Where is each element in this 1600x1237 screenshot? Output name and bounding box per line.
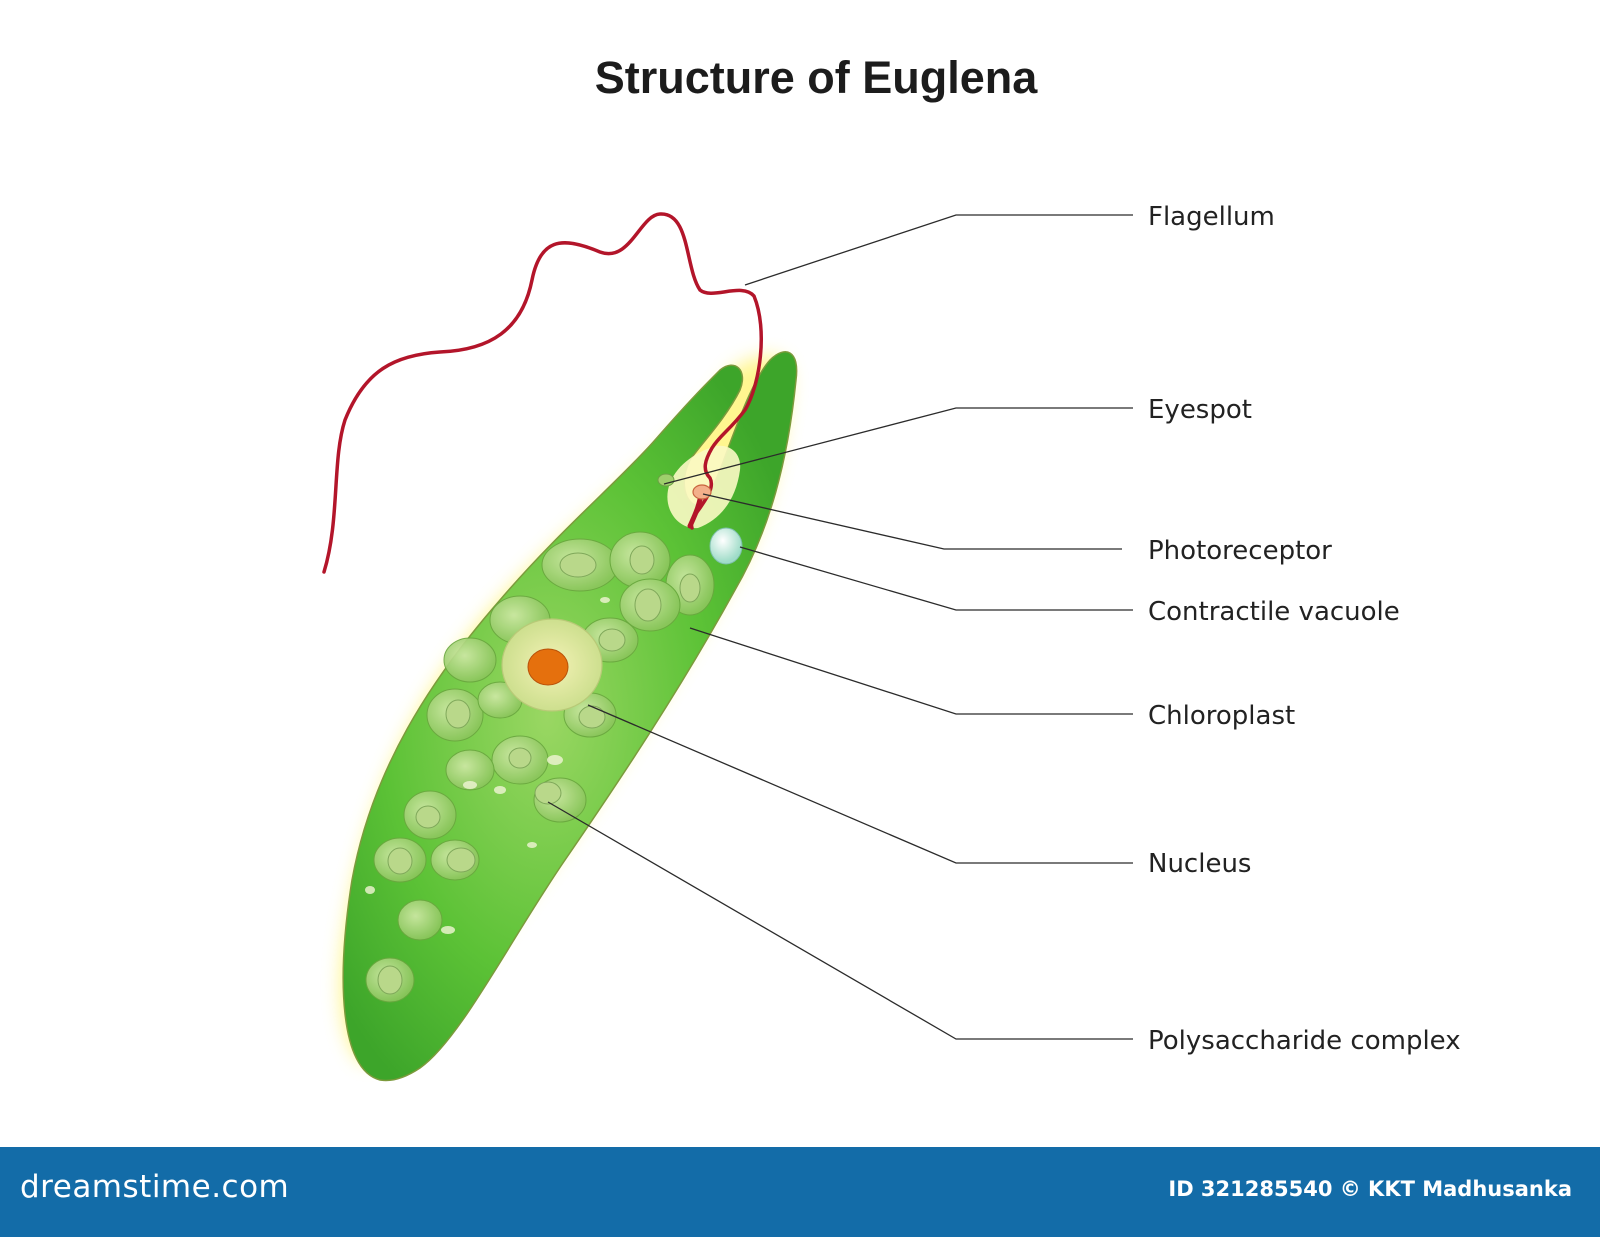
contractile-vacuole (709, 527, 743, 565)
labels: Flagellum Eyespot Photoreceptor Contract… (1148, 202, 1461, 1056)
leader-lines (547, 214, 1133, 1040)
leader-eyespot (663, 407, 1133, 485)
leader-polysaccharide-complex (547, 801, 1133, 1040)
leader-photoreceptor (702, 493, 1122, 550)
label-eyespot: Eyespot (1148, 395, 1252, 425)
leader-flagellum (744, 214, 1133, 286)
leader-nucleus (587, 704, 1133, 864)
photoreceptor (692, 484, 712, 500)
euglena-diagram: Flagellum Eyespot Photoreceptor Contract… (322, 202, 1461, 1082)
polysaccharide-granules (365, 597, 610, 934)
footer-bar: dreamstime.com ID 321285540 © KKT Madhus… (0, 1147, 1600, 1237)
nucleolus (527, 648, 569, 686)
label-chloroplast: Chloroplast (1148, 701, 1295, 731)
leader-chloroplast (689, 627, 1133, 715)
eyespot (657, 473, 675, 487)
flagellum (322, 212, 763, 574)
diagram-title: Structure of Euglena (594, 52, 1038, 103)
label-polysaccharide-complex: Polysaccharide complex (1148, 1026, 1461, 1056)
label-contractile-vacuole: Contractile vacuole (1148, 597, 1400, 627)
label-photoreceptor: Photoreceptor (1148, 536, 1332, 566)
label-nucleus: Nucleus (1148, 849, 1251, 879)
label-flagellum: Flagellum (1148, 202, 1275, 232)
footer-brand-logo[interactable]: dreamstime.com (20, 1169, 290, 1205)
chloroplast-cores (377, 545, 701, 995)
footer-credit: ID 321285540 © KKT Madhusanka (1168, 1177, 1572, 1201)
leader-contractile-vacuole (739, 546, 1133, 611)
